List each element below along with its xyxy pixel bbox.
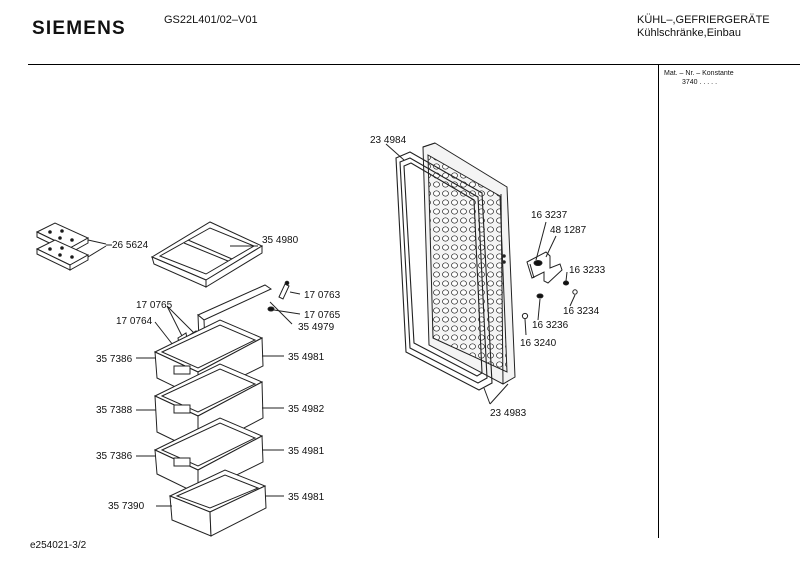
hinge-pin (533, 260, 543, 266)
siemens-logo: SIEMENS (32, 18, 126, 39)
label-drawer1-front: 35 7386 (96, 354, 133, 365)
ice-tray (150, 221, 264, 288)
door-leaders (385, 143, 509, 405)
label-drawer4-front: 35 7390 (108, 501, 145, 512)
hinge-bush (536, 293, 544, 299)
label-clip-single-left: 17 0764 (116, 316, 153, 327)
clip-right (278, 280, 301, 300)
label-door: 23 4984 (370, 135, 407, 146)
door-inner-face (427, 154, 508, 373)
label-ice-tray: 35 4980 (262, 235, 299, 246)
label-drawer2-body: 35 4982 (288, 404, 325, 415)
label-clip-right: 17 0763 (304, 290, 341, 301)
clip-right-lower (267, 306, 301, 315)
label-ice-pack: 26 5624 (112, 240, 149, 251)
hinge-washer (572, 289, 578, 295)
hinge-cap (521, 312, 529, 320)
label-drawer3-body: 35 4981 (288, 446, 325, 457)
label-clip-right-lower: 17 0765 (304, 310, 341, 321)
label-clip-pair-left: 17 0765 (136, 300, 173, 311)
door-seal (395, 151, 493, 391)
label-drawer1-body: 35 4981 (288, 352, 325, 363)
mat-number-row: 3740 . . . . . (682, 79, 718, 86)
mat-number-header: Mat. – Nr. – Konstante (664, 70, 734, 77)
label-hinge-screw: 16 3233 (569, 265, 606, 276)
header-divider (28, 64, 800, 65)
hinge-assembly (521, 221, 578, 336)
drawing-id: e254021-3/2 (30, 540, 87, 551)
drawer-4 (156, 469, 284, 537)
ice-packs (35, 222, 112, 271)
label-flap: 35 4979 (298, 322, 335, 333)
label-hinge-washer: 16 3234 (563, 306, 600, 317)
side-panel-divider (658, 64, 659, 538)
label-hinge-pin: 16 3237 (531, 210, 568, 221)
label-door-seal: 23 4983 (490, 408, 527, 419)
door-assembly (395, 142, 516, 391)
hinge-bracket (526, 251, 563, 284)
hinge-screw (562, 280, 570, 286)
label-hinge-bush: 16 3236 (532, 320, 569, 331)
label-hinge-cap: 16 3240 (520, 338, 557, 349)
label-drawer2-front: 35 7388 (96, 405, 133, 416)
label-drawer3-front: 35 7386 (96, 451, 133, 462)
model-number: GS22L401/02–V01 (164, 14, 258, 26)
category-subtitle: Kühlschränke,Einbau (637, 27, 741, 39)
ice-pack-lower (35, 239, 90, 271)
label-drawer4-body: 35 4981 (288, 492, 325, 503)
label-hinge-bracket: 48 1287 (550, 225, 587, 236)
category-title: KÜHL–,GEFRIERGERÄTE (637, 14, 770, 26)
